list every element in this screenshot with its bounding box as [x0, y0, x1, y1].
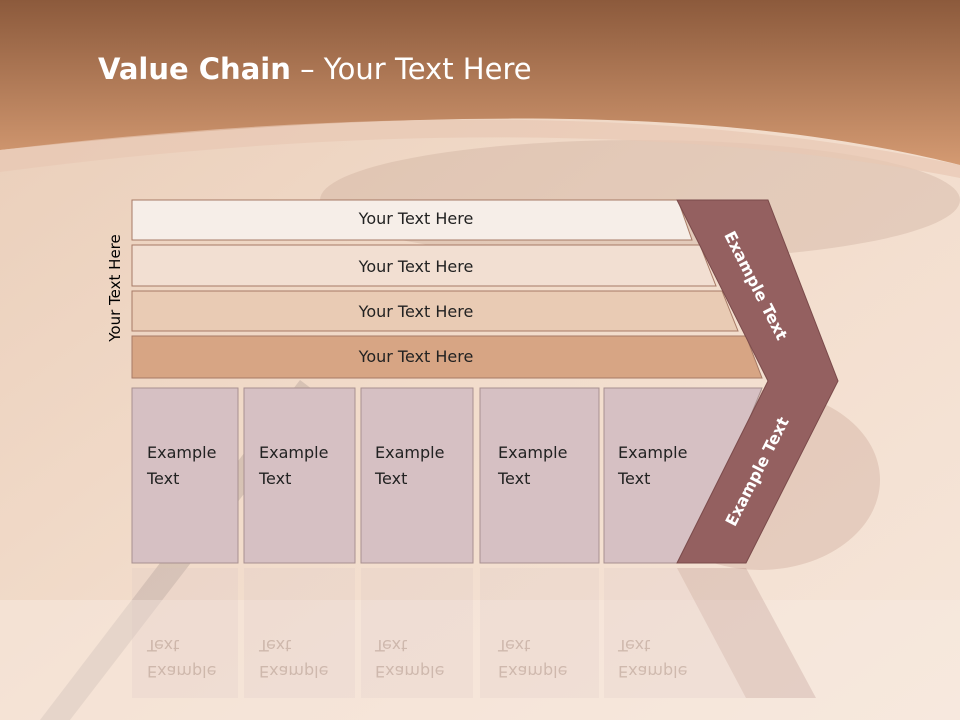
cell-2-label: Example Text	[259, 443, 329, 488]
row-4-label: Your Text Here	[358, 347, 474, 366]
cell-3-label: Example Text	[375, 443, 445, 488]
row-4-shape	[131, 335, 763, 379]
cell-4-shape	[479, 387, 600, 564]
cell-1-shape	[131, 387, 239, 564]
row-2-shape	[131, 244, 717, 287]
cell-3-reflection: Example Text	[375, 636, 445, 681]
row-3-shape	[131, 290, 739, 332]
title-rest: – Your Text Here	[290, 52, 532, 86]
cell-5-reflection: Example Text	[618, 636, 688, 681]
cell-2-reflection: Example Text	[259, 636, 329, 681]
chevron-shape	[676, 199, 839, 564]
cell-5-label: Example Text	[618, 443, 688, 488]
row-1-shape	[131, 199, 693, 241]
page-title: Value Chain – Your Text Here	[98, 52, 532, 86]
cell-4-reflection: Example Text	[498, 636, 568, 681]
cell-1-label: Example Text	[147, 443, 217, 488]
row-3-label: Your Text Here	[358, 302, 474, 321]
cell-1-reflection: Example Text	[147, 636, 217, 681]
title-bold: Value Chain	[98, 52, 291, 86]
cell-3-shape	[360, 387, 474, 564]
row-1-label: Your Text Here	[358, 209, 474, 228]
reflection	[132, 568, 816, 698]
row-2-label: Your Text Here	[358, 257, 474, 276]
cell-4-label: Example Text	[498, 443, 568, 488]
cell-2-shape	[243, 387, 356, 564]
